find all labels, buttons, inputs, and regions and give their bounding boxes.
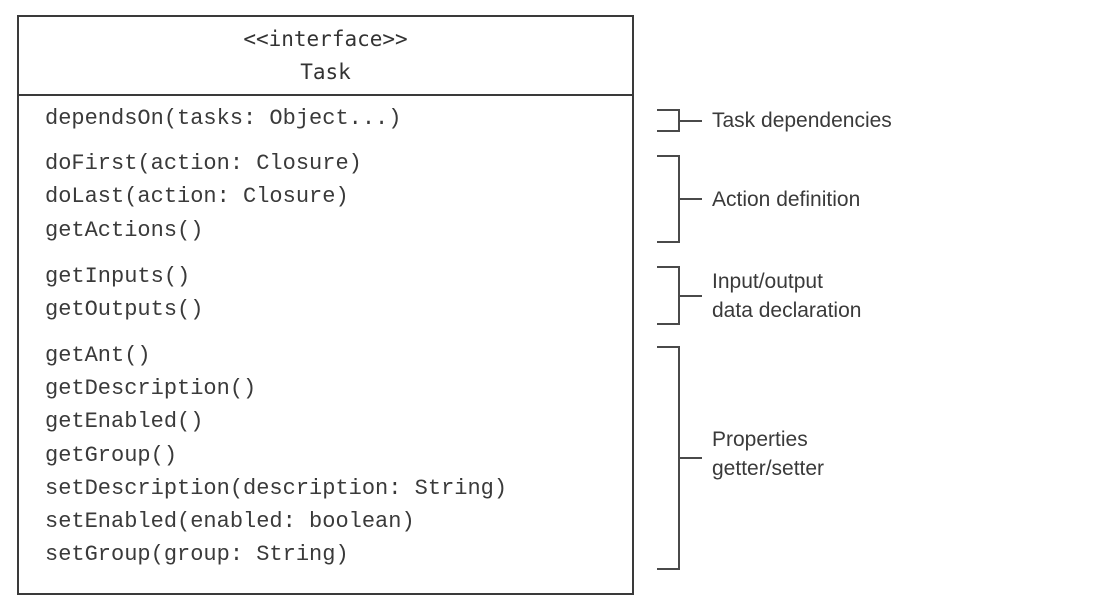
bracket-connector-properties — [680, 457, 702, 459]
bracket-connector-action-definition — [680, 198, 702, 200]
method-get-outputs: getOutputs() — [45, 297, 204, 322]
annotation-line: Action definition — [712, 188, 861, 211]
bracket-action-definition — [657, 155, 680, 243]
annotation-line: Input/output — [712, 270, 823, 293]
method-depends-on: dependsOn(tasks: Object...) — [45, 106, 402, 131]
method-do-first: doFirst(action: Closure) — [45, 151, 362, 176]
bracket-input-output — [657, 266, 680, 325]
annotation-line: Properties — [712, 428, 808, 451]
method-get-ant: getAnt() — [45, 343, 151, 368]
method-get-inputs: getInputs() — [45, 264, 191, 289]
bracket-properties — [657, 346, 680, 570]
interface-name: Task — [300, 60, 351, 84]
interface-box: <<interface>> Task dependsOn(tasks: Obje… — [17, 15, 634, 595]
method-set-description: setDescription(description: String) — [45, 476, 508, 501]
method-get-group: getGroup() — [45, 443, 178, 468]
bracket-connector-input-output — [680, 295, 702, 297]
method-get-description: getDescription() — [45, 376, 257, 401]
annotation-properties: Properties getter/setter — [712, 425, 824, 483]
annotation-line: data declaration — [712, 299, 862, 322]
method-get-actions: getActions() — [45, 218, 204, 243]
annotation-line: Task dependencies — [712, 109, 892, 132]
method-set-enabled: setEnabled(enabled: boolean) — [45, 509, 415, 534]
stereotype-label: <<interface>> — [243, 27, 408, 51]
method-do-last: doLast(action: Closure) — [45, 184, 349, 209]
bracket-connector-task-dependencies — [680, 120, 702, 122]
annotation-input-output: Input/output data declaration — [712, 267, 861, 325]
interface-header: <<interface>> Task — [19, 17, 632, 96]
annotation-line: getter/setter — [712, 457, 825, 480]
annotation-action-definition: Action definition — [712, 185, 860, 214]
annotation-task-dependencies: Task dependencies — [712, 106, 892, 135]
method-set-group: setGroup(group: String) — [45, 542, 349, 567]
bracket-task-dependencies — [657, 109, 680, 132]
method-get-enabled: getEnabled() — [45, 409, 204, 434]
